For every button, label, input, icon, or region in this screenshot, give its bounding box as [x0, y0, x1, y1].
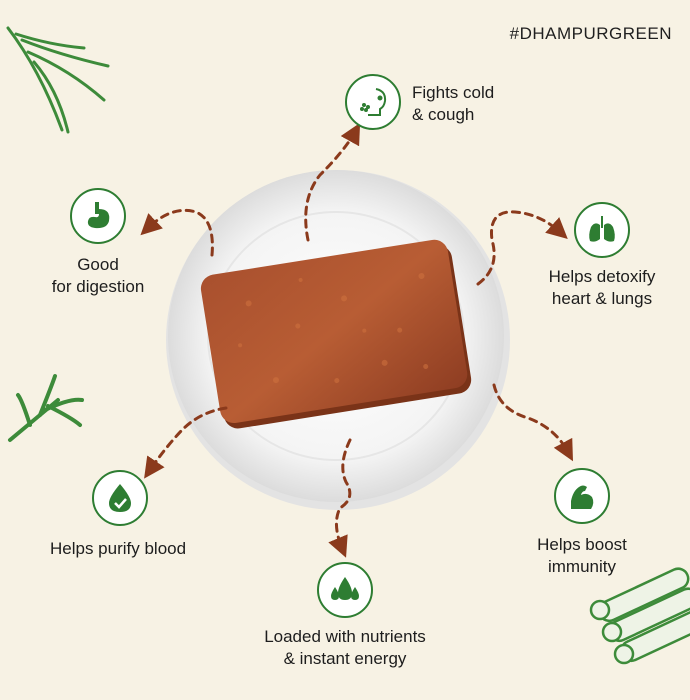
arrow-digestion: [140, 208, 214, 257]
water-drops-icon: [317, 562, 373, 618]
blood-drop-icon: [92, 470, 148, 526]
arrow-nutrients: [328, 438, 352, 558]
cough-face-icon: [345, 74, 401, 130]
benefit-cold-label: Fights cold & cough: [412, 83, 495, 124]
arrow-cold: [304, 122, 361, 242]
benefit-blood-label: Helps purify blood: [50, 539, 187, 558]
benefit-immunity-label: Helps boost immunity: [537, 535, 627, 576]
sugarcane-leaf-icon: [6, 26, 110, 134]
lungs-icon: [574, 202, 630, 258]
arrow-blood: [144, 406, 228, 479]
benefit-digestion-label: Good for digestion: [51, 255, 145, 296]
hashtag: #DHAMPURGREEN: [509, 24, 672, 43]
flexed-arm-icon: [554, 468, 610, 524]
arrow-detox: [476, 210, 568, 286]
benefit-nutrients-label: Loaded with nutrients & instant energy: [264, 627, 426, 668]
bamboo-icon: [8, 374, 84, 442]
sugarcane-sticks-icon: [589, 567, 690, 665]
jaggery-block: [200, 239, 472, 429]
arrow-immunity: [492, 383, 574, 462]
benefit-detox-label: Helps detoxify heart & lungs: [548, 267, 656, 308]
stomach-icon: [70, 188, 126, 244]
